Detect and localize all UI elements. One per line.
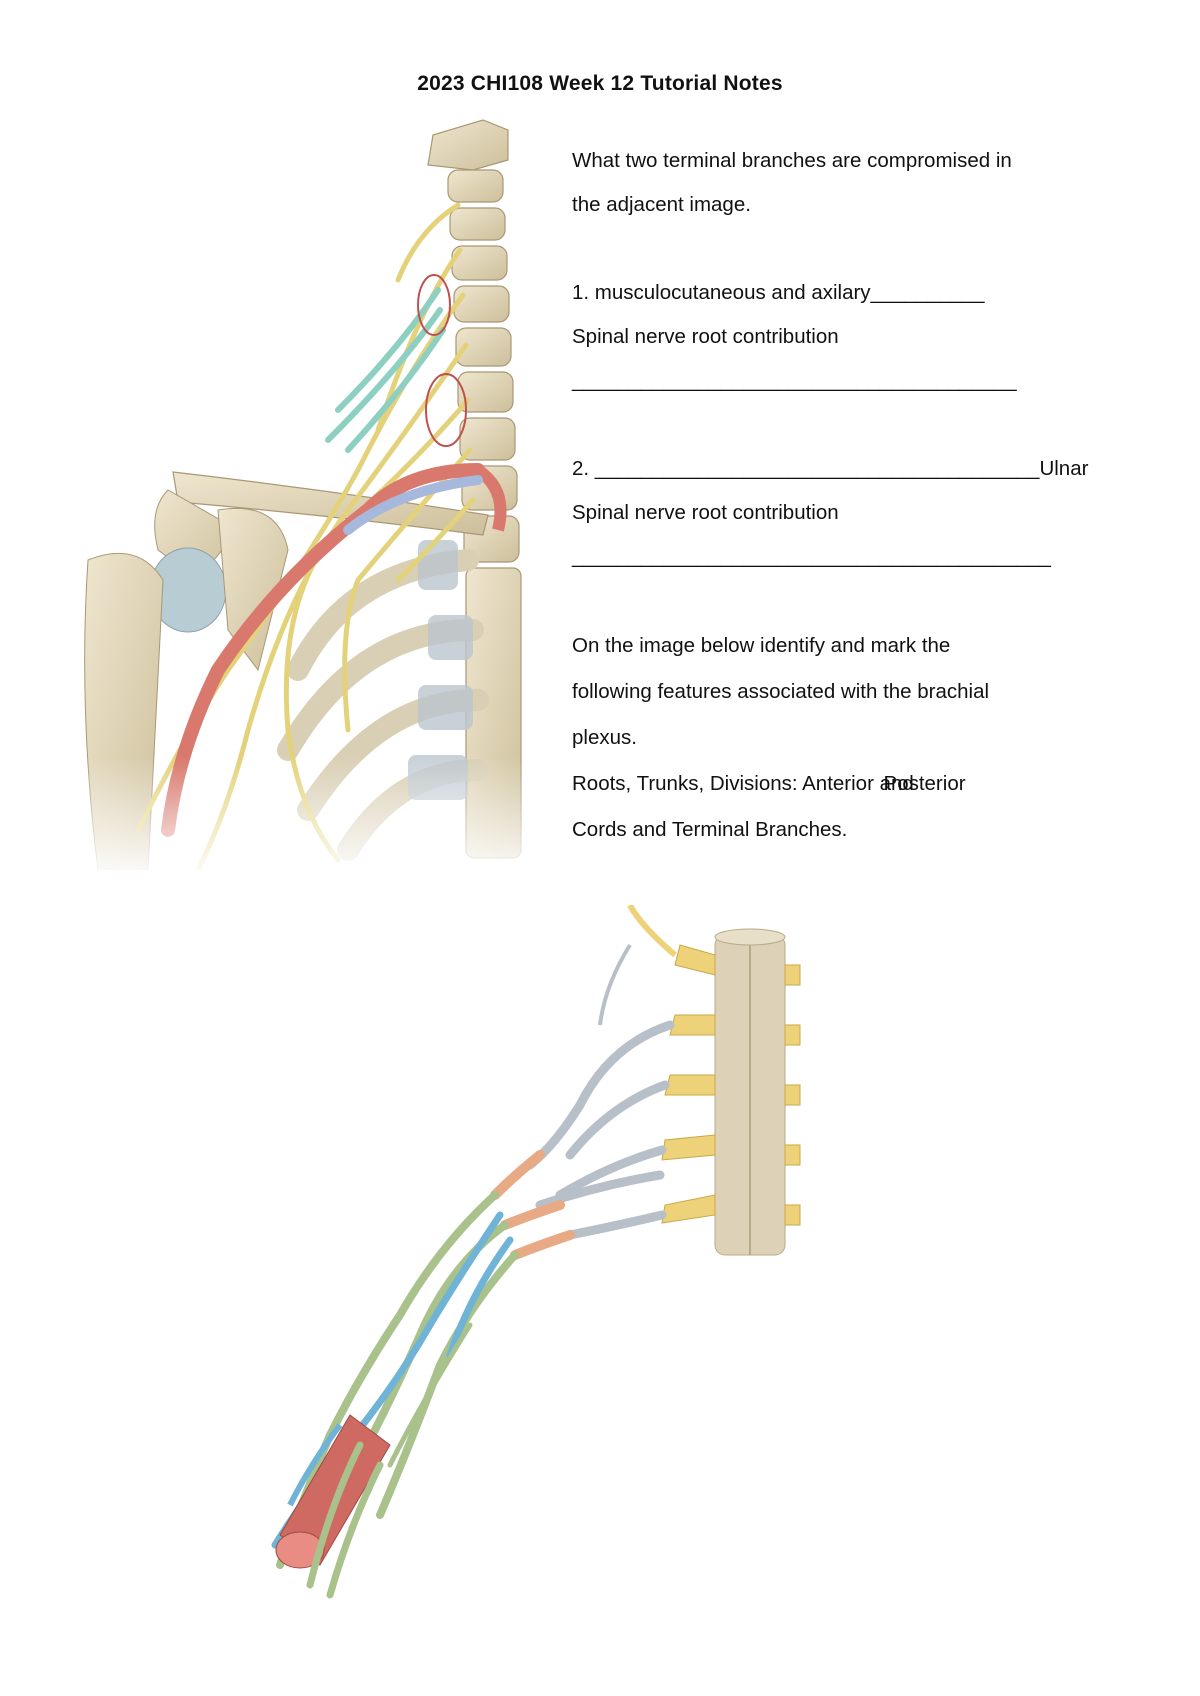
answer-1: 1. musculocutaneous and axilary_________…: [572, 281, 985, 304]
instruction-line-2: following features associated with the b…: [572, 680, 990, 703]
instruction-line-1: On the image below identify and mark the: [572, 634, 951, 657]
question-line-2: the adjacent image.: [572, 193, 751, 216]
question-line-1: What two terminal branches are compromis…: [572, 149, 1012, 172]
instruction-line-5: Cords and Terminal Branches.: [572, 818, 848, 841]
brachial-plexus-diagram: [271, 905, 801, 1599]
page-title: 2023 CHI108 Week 12 Tutorial Notes: [417, 72, 783, 95]
answer-blank-1[interactable]: _______________________________________: [572, 369, 1017, 392]
root-contribution-label-1: Spinal nerve root contribution: [572, 325, 839, 348]
instruction-line-4: Roots, Trunks, Divisions: Anterior and P…: [572, 770, 966, 798]
shoulder-anatomy-illustration: [78, 110, 548, 870]
instruction-line-4-a: Roots, Trunks, Divisions: Anterior and: [572, 772, 920, 795]
root-contribution-label-2: Spinal nerve root contribution: [572, 501, 839, 524]
answer-2[interactable]: 2. _____________________________________…: [572, 455, 1088, 483]
answer-2-value: Ulnar: [1039, 457, 1089, 480]
answer-blank-2[interactable]: ________________________________________…: [572, 545, 1051, 568]
instruction-line-4-b: Posterior: [883, 772, 966, 795]
instruction-line-3: plexus.: [572, 726, 637, 749]
answer-2-blank[interactable]: 2. _____________________________________…: [572, 457, 1040, 480]
